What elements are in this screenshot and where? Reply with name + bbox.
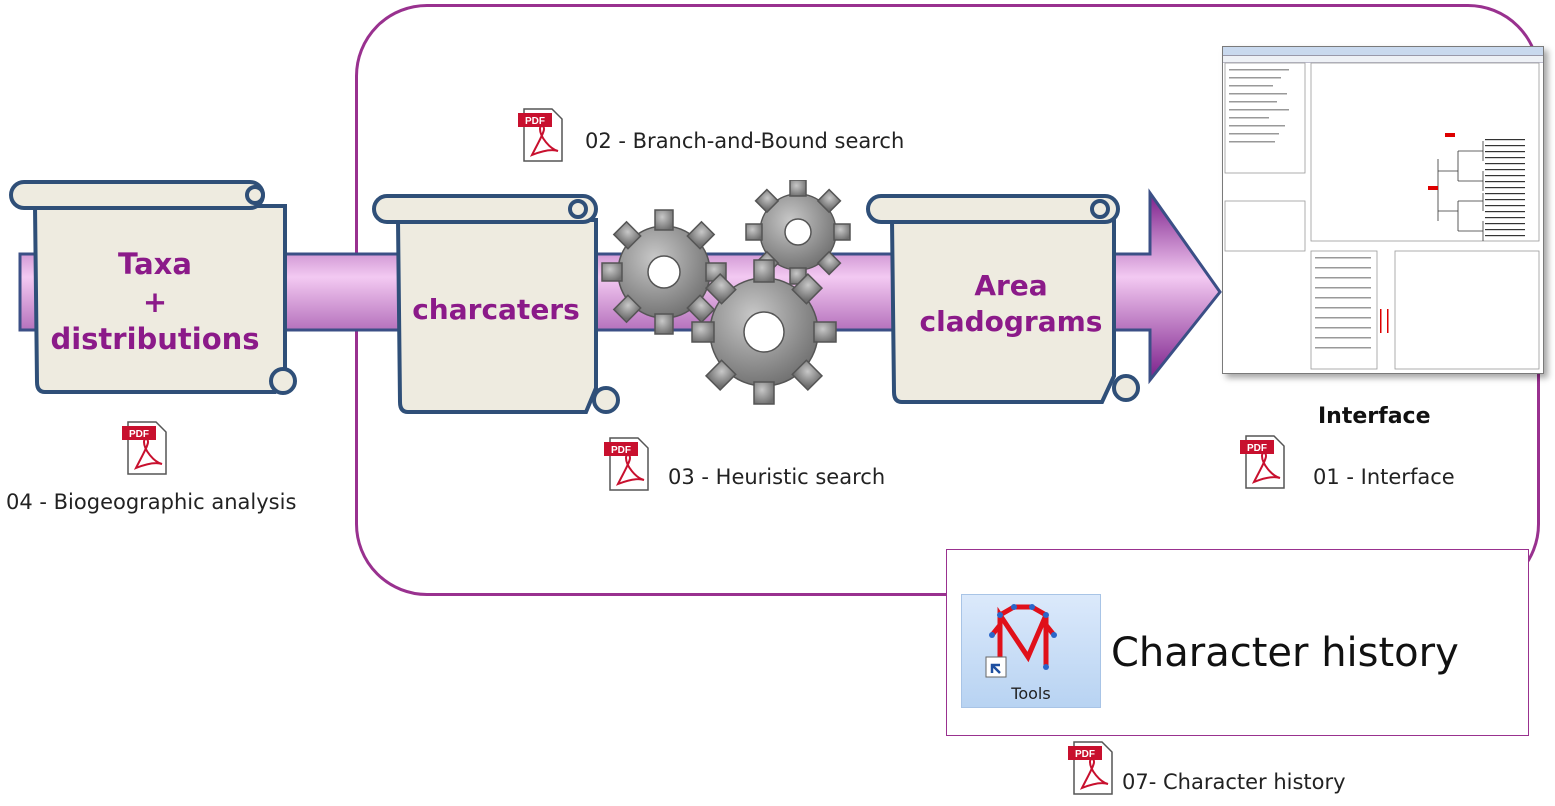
scroll-area <box>866 194 1140 404</box>
scroll-characters <box>372 194 620 414</box>
pdf-icon-branch-bound[interactable]: PDF <box>518 107 564 163</box>
doc-branch-bound[interactable]: 02 - Branch-and-Bound search <box>585 129 905 153</box>
doc-biogeographic[interactable]: 04 - Biogeographic analysis <box>6 490 297 514</box>
tools-icon[interactable]: Tools <box>961 594 1101 708</box>
character-history-title: Character history <box>1111 630 1459 676</box>
doc-character-history[interactable]: 07- Character history <box>1122 770 1346 794</box>
doc-interface[interactable]: 01 - Interface <box>1313 465 1455 489</box>
pdf-icon-biogeographic[interactable]: PDF <box>122 420 168 476</box>
pdf-label: PDF <box>525 116 545 127</box>
pdf-icon-heuristic[interactable]: PDF <box>604 436 650 492</box>
scroll-taxa <box>9 180 297 395</box>
scroll-area-label: Area cladograms <box>919 269 1103 339</box>
gears-icon <box>601 180 851 405</box>
scroll-taxa-label: Taxa + distributions <box>50 247 260 357</box>
interface-title: Interface <box>1318 404 1431 429</box>
interface-screenshot <box>1222 46 1544 374</box>
scroll-characters-label: charcaters <box>412 293 580 326</box>
pdf-label: PDF <box>611 445 631 456</box>
pdf-label: PDF <box>1247 443 1267 454</box>
doc-heuristic[interactable]: 03 - Heuristic search <box>668 465 886 489</box>
pdf-label: PDF <box>1075 749 1095 760</box>
pdf-label: PDF <box>129 429 149 440</box>
pdf-icon-character-history[interactable]: PDF <box>1068 740 1114 796</box>
network-icon <box>985 604 1057 678</box>
tools-label: Tools <box>1011 684 1051 703</box>
character-history-box: Tools Character history <box>946 549 1529 736</box>
pdf-icon-interface[interactable]: PDF <box>1240 434 1286 490</box>
